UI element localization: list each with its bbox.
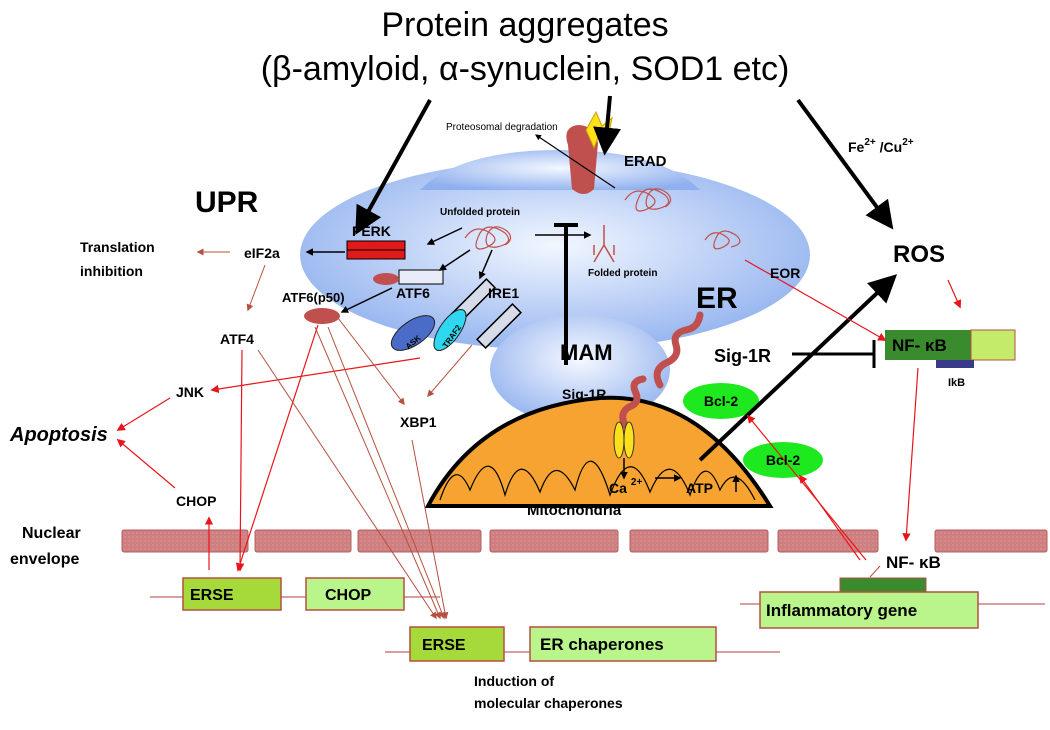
arrow-unfolded-perk xyxy=(426,227,463,245)
metals-label: Fe2+ /Cu2+ xyxy=(848,137,914,155)
erse-2-label: ERSE xyxy=(422,637,466,654)
arrow-nfkb-bcl2-top xyxy=(746,414,867,561)
perk-label: PERK xyxy=(352,223,391,239)
mitochondria-body xyxy=(424,395,774,508)
arrow-erad-degradation xyxy=(535,134,616,189)
er-label: ER xyxy=(696,282,738,315)
bcl2-top-ellipse xyxy=(683,383,759,419)
upr-label: UPR xyxy=(195,186,259,219)
chop-gene-label: CHOP xyxy=(325,587,372,604)
sig1r-mito-icon xyxy=(619,375,647,429)
ip3r-channel-right xyxy=(623,421,635,459)
ask-protein xyxy=(390,315,436,351)
nfkb-partner-box xyxy=(970,329,1016,361)
arrow-ire1-xbp1 xyxy=(427,344,473,398)
ip3r-channel-left xyxy=(613,421,625,459)
inflammatory-gene-box xyxy=(759,591,979,629)
nuclear-envelope-line-1: Nuclear xyxy=(22,525,81,542)
atf4-label: ATF4 xyxy=(220,331,254,347)
title-line-1: Protein aggregates xyxy=(381,6,668,44)
nfkb-box-label: NF- κB xyxy=(892,336,947,355)
folded-protein-icon xyxy=(593,225,615,263)
atf6-head xyxy=(373,273,399,285)
arrow-xbp1-erse2 xyxy=(411,439,449,620)
sig1r-mam-icon xyxy=(653,311,704,389)
chop-label: CHOP xyxy=(176,493,216,509)
er-chaperones-label: ER chaperones xyxy=(540,635,664,654)
title-line-2: (β-amyloid, α-synuclein, SOD1 etc) xyxy=(261,50,790,88)
arrow-p50-xbp1 xyxy=(337,317,405,406)
ikb-label: IkB xyxy=(948,377,965,389)
arrow-atf6-p50 xyxy=(340,287,393,313)
induction-line-2: molecular chaperones xyxy=(474,695,623,711)
atf6-receptor xyxy=(398,269,444,285)
translation-inhibition-line-1: Translation xyxy=(80,239,155,255)
arrow-aggregates-erad xyxy=(593,95,622,156)
arrow-p50-erse2-b xyxy=(327,326,446,620)
sig1r-mam-label: Sig-1R xyxy=(562,386,606,402)
unfolded-protein-label: Unfolded protein xyxy=(440,207,520,218)
atp-label: ATP xyxy=(686,480,713,496)
arrow-unfolded-ire1 xyxy=(478,249,493,280)
erse-1-label: ERSE xyxy=(190,587,234,604)
arrow-nfkb-nuclear xyxy=(902,367,919,542)
sig1r-right-label: Sig-1R xyxy=(714,346,771,366)
atf6-p50-label: ATF6(p50) xyxy=(282,290,345,305)
arrow-atf4-erse2 xyxy=(257,349,437,620)
arrow-nfkb-inflammatory xyxy=(869,565,881,578)
arrow-unfolded-atf6 xyxy=(438,249,471,271)
arrow-p50-erse2-a xyxy=(314,326,442,620)
arrow-ros-nfkb xyxy=(947,279,962,309)
proteosomal-degradation-label: Proteosomal degradation xyxy=(446,122,558,133)
arrow-p50-erse xyxy=(236,324,319,572)
folded-protein-label: Folded protein xyxy=(588,268,657,279)
erad-label: ERAD xyxy=(624,153,667,170)
nfkb-complex-box xyxy=(885,330,971,360)
arrow-mito-ros xyxy=(698,274,898,462)
induction-line-1: Induction of xyxy=(474,673,554,689)
eor-label: EOR xyxy=(770,265,800,281)
nfkb-binding-site xyxy=(839,577,927,593)
nfkb-nuclear-label: NF- κB xyxy=(886,553,941,572)
nuclear-envelope xyxy=(121,529,1048,553)
atf6-p50 xyxy=(304,308,340,324)
arrow-aggregates-perk xyxy=(355,99,432,235)
arrow-eif2a-atf4 xyxy=(246,264,266,312)
arrow-jnk-apoptosis xyxy=(116,397,171,431)
er-top-lobe xyxy=(420,150,700,190)
inflammatory-gene-label: Inflammatory gene xyxy=(766,601,917,620)
arrow-nfkb-bcl2-bottom xyxy=(799,474,861,561)
erse-box-1 xyxy=(182,577,282,611)
translation-inhibition-line-2: inhibition xyxy=(80,263,143,279)
ros-label: ROS xyxy=(893,241,945,268)
traf2-protein xyxy=(433,309,467,351)
arrow-chop-apoptosis xyxy=(116,438,176,489)
eif2a-label: eIF2a xyxy=(244,245,280,261)
er-body xyxy=(300,160,810,350)
arrow-eor-nfkb xyxy=(744,259,887,341)
arrow-aggregates-ros xyxy=(796,98,894,230)
apoptosis-label: Apoptosis xyxy=(9,424,108,446)
ire1-label: IRE1 xyxy=(488,285,519,301)
bcl2-bottom-label: Bcl-2 xyxy=(766,452,800,468)
mitochondria-label: Mitochondria xyxy=(527,502,622,519)
jnk-label: JNK xyxy=(176,384,204,400)
arrow-ask-jnk xyxy=(210,357,421,394)
mam-label: MAM xyxy=(560,340,613,365)
er-chaperones-box xyxy=(529,626,717,662)
chop-gene-box xyxy=(305,577,405,611)
mitochondria-cristae xyxy=(439,460,756,501)
ikb-bar xyxy=(936,360,974,368)
protein-squiggles xyxy=(464,188,741,250)
nuclear-envelope-line-2: envelope xyxy=(10,551,79,568)
atf6-label: ATF6 xyxy=(396,285,430,301)
arrow-atf4-erse xyxy=(235,349,245,572)
bcl2-bottom-ellipse xyxy=(743,442,823,478)
bcl2-top-label: Bcl-2 xyxy=(704,393,738,409)
xbp1-label: XBP1 xyxy=(400,414,437,430)
erse-box-2 xyxy=(409,626,505,662)
